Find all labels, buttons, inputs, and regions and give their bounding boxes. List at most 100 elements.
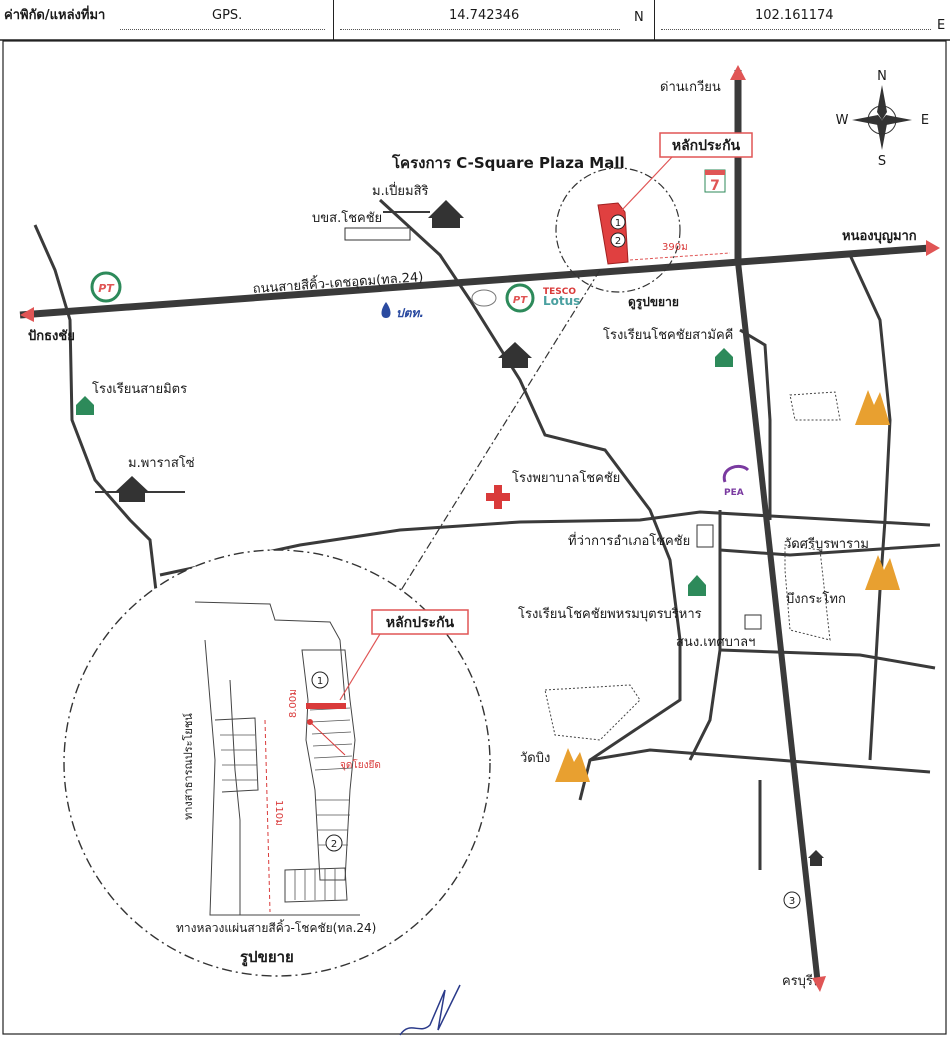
tesco-label: TESCO: [543, 287, 576, 297]
pt-logo-icon: PT: [505, 283, 535, 313]
temple-icon: [555, 748, 590, 782]
temple-icon: [855, 390, 890, 425]
map-frame: [2, 40, 947, 1035]
label-khon-buri: ครบุรี: [782, 973, 813, 989]
label-moo-pian: ม.เปี่ยมสิริ: [372, 182, 429, 199]
site-parcel: [597, 202, 629, 265]
house-icon: [498, 342, 532, 368]
pond-zone: [789, 391, 841, 421]
marker-3: [783, 891, 801, 909]
site-circle: [555, 167, 681, 293]
house-icon: [808, 850, 824, 866]
house-icon: [115, 476, 149, 502]
parcel-2-label: 2: [615, 236, 621, 247]
toyota-logo-icon: [471, 289, 497, 307]
lon-dots: [661, 29, 931, 30]
pea-logo-icon: PEA: [722, 465, 750, 498]
compass-icon: N S W E: [836, 69, 930, 169]
project-title: โครงการ C-Square Plaza Mall: [391, 153, 625, 172]
longitude-value: 102.161174: [755, 8, 834, 23]
lon-direction: E: [937, 18, 946, 33]
reference-leader: [309, 721, 346, 756]
label-see-enlarged: ดูรูปขยาย: [628, 295, 679, 310]
inset-marker-2: [325, 834, 343, 852]
label-school-phrom: โรงเรียนโชคชัยพหรมบุตรบริหาร: [518, 606, 702, 622]
label-bueng-kratok: บึงกระโทก: [786, 591, 846, 607]
inset-parcels: [194, 601, 360, 916]
parcel-1-label: 1: [615, 218, 621, 229]
inset-length-label: 110ม: [273, 800, 284, 826]
bks-building: [344, 227, 411, 241]
arrow-south: [812, 976, 826, 992]
header-lat-cell: 14.742346 N: [334, 0, 655, 40]
arrow-east: [926, 240, 940, 256]
marker-callout-label: หลักประกัน: [672, 138, 741, 154]
highway-24: [19, 244, 931, 319]
parcel-2-marker: [610, 232, 626, 248]
svg-text:PT: PT: [98, 282, 115, 295]
inset-marker-line: [339, 633, 381, 701]
seven-eleven-icon: 7: [704, 169, 726, 194]
hospital-icon: [486, 485, 510, 509]
arrow-west: [20, 307, 34, 322]
label-pak-thong-chai: ปักธงชัย: [28, 329, 75, 344]
label-dan-kwian: ด่านเกวียน: [660, 79, 721, 95]
secondary-roads: [33, 198, 941, 870]
inset-reference-label: จุดโยงยึด: [340, 758, 381, 771]
svg-text:ปตท.: ปตท.: [396, 306, 424, 320]
label-district-office: ที่ว่าการอำเภอโชคชัย: [568, 532, 690, 549]
marker-callout-box: [659, 132, 753, 158]
source-dots: [120, 29, 325, 30]
marker-callout-line: [621, 156, 673, 211]
svg-text:PT: PT: [513, 295, 528, 306]
district-office-building: [696, 524, 714, 548]
inset-marker-1: [311, 671, 329, 689]
label-moo-parasot: ม.พาราสโซ่: [128, 455, 195, 471]
leader-line: [392, 269, 601, 605]
wat-bing-zone: [544, 684, 641, 741]
inset-road-left-label: ทางสาธารณประโยชน์: [181, 713, 195, 820]
svg-text:PEA: PEA: [724, 488, 744, 498]
label-school-samakkhi: โรงเรียนโชคชัยสามัคคี: [603, 327, 733, 343]
label-hospital: โรงพยาบาลโชคชัย: [512, 470, 620, 486]
school-icon: [688, 575, 706, 596]
inset-marker-box: [371, 609, 469, 635]
parcel-1-marker: [610, 214, 626, 230]
inset-land-strip: [306, 703, 346, 709]
svg-text:7: 7: [710, 178, 720, 194]
school-icon: [76, 396, 94, 415]
lotus-label: Lotus: [543, 294, 580, 308]
inset-title: รูปขยาย: [240, 948, 294, 967]
source-value: GPS.: [212, 8, 243, 23]
inset-marker-2-label: 2: [331, 839, 337, 850]
marker-3-label: 3: [789, 896, 795, 907]
coordinate-header: ค่าพิกัด/แหล่งที่มา GPS. 14.742346 N 102…: [0, 0, 950, 40]
road-south: [735, 261, 821, 986]
label-municipality: สนง.เทศบาลฯ: [676, 635, 755, 650]
inset-marker-label: หลักประกัน: [386, 615, 455, 631]
svg-text:S: S: [878, 154, 886, 169]
temple-icon: [865, 555, 900, 590]
inset-road-bottom-label: ทางหลวงแผ่นสายสีคิ้ว-โชคชัย(ทล.24): [176, 919, 376, 935]
lat-direction: N: [634, 10, 644, 25]
bueng-kratok-zone: [784, 544, 831, 641]
lat-dots: [340, 29, 620, 30]
latitude-value: 14.742346: [449, 8, 520, 23]
distance-line: [629, 252, 731, 261]
label-wat-sriburapharam: วัดศรีบูรพาราม: [784, 536, 869, 552]
house-icon: [428, 200, 464, 228]
inset-marker-1-label: 1: [317, 676, 323, 687]
inset-circle: [63, 549, 491, 977]
arrow-north: [730, 65, 746, 80]
municipality-building: [744, 614, 762, 630]
pt-logo-icon: PT: [90, 271, 122, 303]
svg-text:N: N: [877, 69, 887, 84]
inset-width-label: 8.00ม: [288, 689, 299, 718]
label-school-saimit: โรงเรียนสายมิตร: [92, 381, 187, 397]
signature: [399, 984, 461, 1036]
header-lon-cell: 102.161174 E: [655, 0, 949, 40]
svg-text:E: E: [921, 113, 929, 128]
ptt-logo-icon: ปตท.: [381, 302, 424, 320]
distance-label: 390ม: [662, 242, 688, 253]
